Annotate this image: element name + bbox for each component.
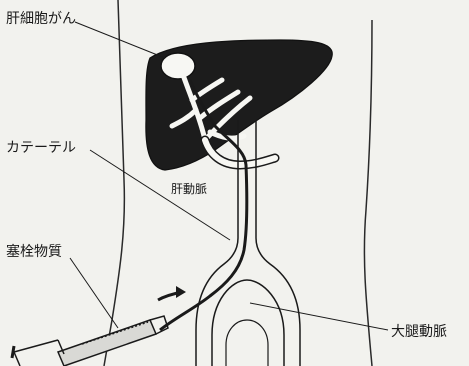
- label-hcc: 肝細胞がん: [6, 12, 76, 26]
- iliac-inner: [212, 280, 284, 366]
- label-embolic-material: 塞栓物質: [6, 245, 62, 259]
- body-outline: [104, 0, 124, 366]
- syringe: [12, 316, 168, 366]
- label-catheter: カテーテル: [6, 141, 76, 155]
- iliac-inner-2: [226, 320, 268, 366]
- tumor: [161, 53, 195, 79]
- body-outline-right: [364, 20, 372, 366]
- label-hepatic-artery: 肝動脈: [171, 183, 207, 195]
- label-aorta: 大腿動脈: [391, 325, 447, 339]
